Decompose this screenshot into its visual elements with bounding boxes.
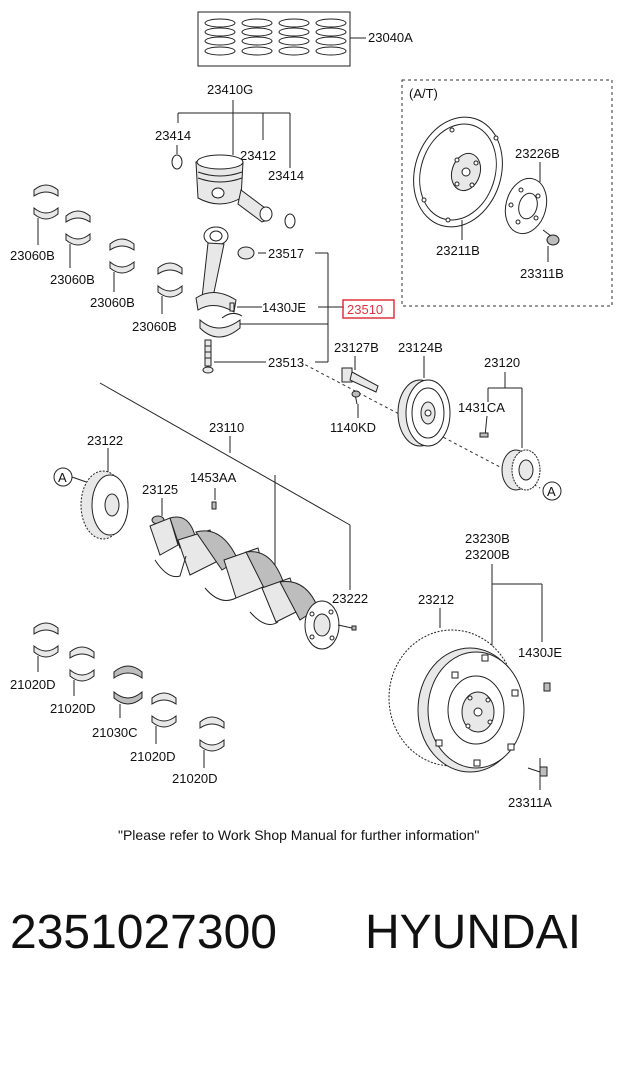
snap-ring-left-part[interactable]	[171, 154, 183, 170]
label-rings: 23040A	[368, 30, 413, 45]
label-main-bearing-3: 21020D	[130, 749, 176, 764]
main-bearing-2[interactable]	[69, 646, 95, 696]
conrod-bearing-3[interactable]	[109, 238, 135, 292]
pulley-key-part[interactable]	[351, 390, 361, 405]
thrust-bearing[interactable]	[113, 665, 143, 718]
marker-a-left: A	[53, 467, 73, 487]
label-rod-assy[interactable]: 23510	[347, 302, 383, 317]
label-adapter-plate: 23226B	[515, 146, 560, 161]
piston-pin-part[interactable]	[237, 189, 273, 223]
label-sprocket-key: 1431CA	[458, 400, 505, 415]
label-snap-ring-left: 23414	[155, 128, 191, 143]
conrod-bearing-1[interactable]	[33, 184, 59, 245]
label-flywheel-bolt: 23311A	[508, 795, 552, 810]
sprocket-leader-lines	[487, 372, 523, 448]
label-pulley: 23124B	[398, 340, 443, 355]
crank-pin-small-part[interactable]	[211, 501, 217, 510]
rod-bolt-part[interactable]	[202, 339, 214, 374]
conrod-bearing-4[interactable]	[157, 262, 183, 314]
label-bearing-3: 23060B	[90, 295, 135, 310]
label-flywheel-pin: 1430JE	[518, 645, 562, 660]
label-bearing-1: 23060B	[10, 248, 55, 263]
crank-sprocket-part[interactable]	[501, 449, 541, 491]
label-crank-sprocket: 23120	[484, 355, 520, 370]
part-number: 2351027300	[10, 906, 277, 959]
label-snap-ring-right: 23414	[268, 168, 304, 183]
label-main-bearing-1: 21020D	[10, 677, 56, 692]
label-piston-assy: 23410G	[207, 82, 253, 97]
svg-text:A: A	[547, 484, 556, 499]
pulley-bolt-part[interactable]	[341, 367, 379, 393]
rod-leader-lines	[214, 252, 344, 363]
label-rod-bushing: 23517	[268, 246, 304, 261]
label-drive-plate: 23211B	[436, 243, 480, 258]
marker-a-right: A	[542, 481, 562, 501]
flywheel-pin-part[interactable]	[543, 682, 551, 692]
footer: 2351027300 HYUNDAI	[0, 905, 620, 975]
conrod-bearing-2[interactable]	[65, 210, 91, 268]
crank-dowel-part[interactable]	[337, 624, 357, 631]
exploded-parts-diagram: 23040A 23410G 23414 23412 23414 23060B 2…	[10, 11, 613, 843]
flywheel-leader-lines	[439, 564, 543, 790]
piston-rings-part[interactable]	[197, 11, 366, 67]
label-flywheel-assy-1: 23230B	[465, 531, 510, 546]
crankshaft-part[interactable]	[149, 516, 340, 650]
label-at-header: (A/T)	[409, 86, 438, 101]
label-ring-gear: 23212	[418, 592, 454, 607]
sprocket-key-part[interactable]	[479, 432, 489, 438]
timing-gear-part[interactable]	[80, 470, 129, 540]
main-bearing-3[interactable]	[151, 692, 177, 744]
snap-ring-right-part[interactable]	[284, 213, 296, 229]
svg-text:A: A	[58, 470, 67, 485]
at-option-box	[401, 79, 613, 307]
label-crank-dowel: 23222	[332, 591, 368, 606]
main-bearing-4[interactable]	[199, 716, 225, 768]
drive-plate-part[interactable]	[400, 105, 516, 238]
main-bearing-1[interactable]	[33, 622, 59, 672]
connecting-rod-part[interactable]	[195, 226, 237, 313]
label-pulley-key: 1140KD	[330, 420, 376, 435]
drive-bolt-part[interactable]	[542, 229, 560, 246]
adapter-plate-part[interactable]	[499, 174, 552, 238]
label-pulley-bolt: 23127B	[334, 340, 379, 355]
label-rod-bolt: 23513	[268, 355, 304, 370]
label-bearing-2: 23060B	[50, 272, 95, 287]
label-rod-pin: 1430JE	[262, 300, 306, 315]
label-drive-bolt: 23311B	[520, 266, 564, 281]
label-crank-pin-small: 1453AA	[190, 470, 237, 485]
reference-note: "Please refer to Work Shop Manual for fu…	[118, 827, 479, 843]
label-flywheel-assy-2: 23200B	[465, 547, 510, 562]
rod-pin-part[interactable]	[229, 302, 235, 312]
label-gear: 23122	[87, 433, 123, 448]
flywheel-part[interactable]	[417, 647, 525, 773]
piston-leader-lines	[177, 100, 291, 168]
pulley-part[interactable]	[397, 379, 451, 447]
label-thrust-bearing: 21030C	[92, 725, 138, 740]
label-crank-key: 23125	[142, 482, 178, 497]
rod-bushing-part[interactable]	[237, 246, 255, 260]
rod-assy-highlight-box	[342, 299, 395, 319]
flywheel-bolt-part[interactable]	[527, 766, 548, 777]
brand-name: HYUNDAI	[365, 906, 582, 959]
label-bearing-4: 23060B	[132, 319, 177, 334]
label-main-bearing-4: 21020D	[172, 771, 218, 786]
label-crankshaft: 23110	[209, 420, 244, 435]
label-main-bearing-2: 21020D	[50, 701, 96, 716]
piston-part[interactable]	[195, 154, 244, 205]
label-piston: 23412	[240, 148, 276, 163]
rod-cap-part[interactable]	[199, 312, 243, 338]
